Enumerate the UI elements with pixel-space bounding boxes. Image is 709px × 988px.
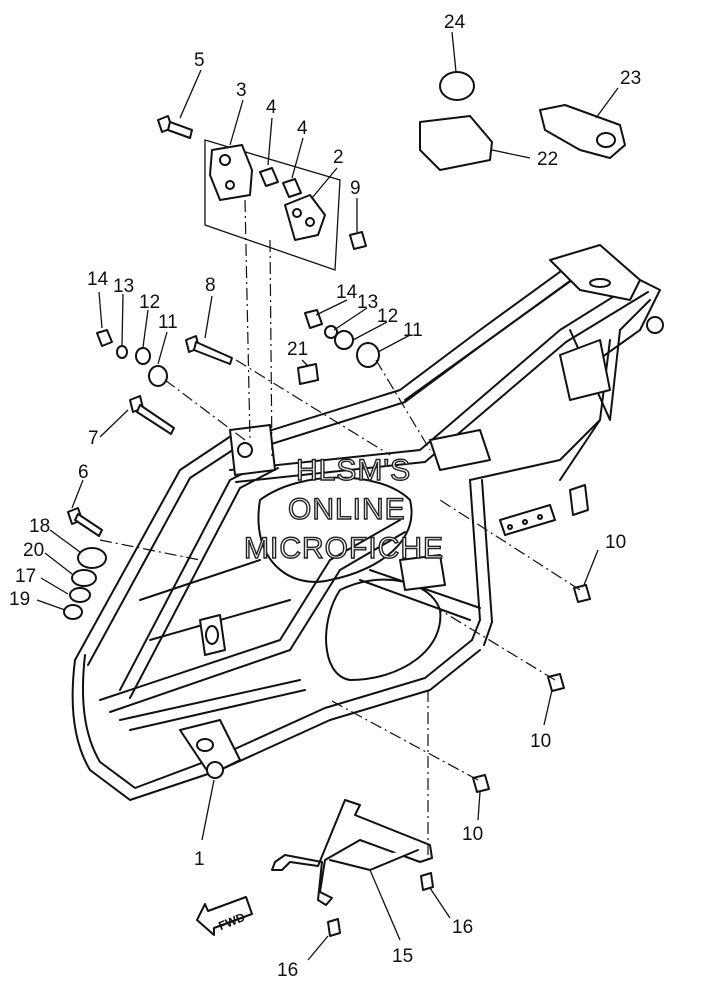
callout-12b: 12 xyxy=(377,306,398,327)
callout-9: 9 xyxy=(350,178,361,199)
callout-4b: 4 xyxy=(297,118,308,139)
left-mount-hardware xyxy=(96,329,391,456)
callout-7: 7 xyxy=(88,428,99,449)
callout-13a: 13 xyxy=(113,276,134,297)
callout-17: 17 xyxy=(15,566,36,587)
engine-mount-bracket-assembly xyxy=(157,115,367,461)
callout-3: 3 xyxy=(236,80,247,101)
front-mount-hardware xyxy=(63,507,201,620)
loose-parts xyxy=(297,71,626,385)
callout-11b: 11 xyxy=(403,320,423,341)
callout-10c: 10 xyxy=(462,824,483,845)
callout-18: 18 xyxy=(29,516,50,537)
callout-21: 21 xyxy=(287,339,308,360)
callout-2: 2 xyxy=(333,147,344,168)
callout-4a: 4 xyxy=(266,97,277,118)
callout-5: 5 xyxy=(194,50,205,71)
callout-10a: 10 xyxy=(605,532,626,553)
callout-14b: 14 xyxy=(336,282,358,303)
callout-19: 19 xyxy=(9,589,30,610)
watermark: HLSM'S ONLINE MICROFICHE xyxy=(243,453,444,565)
callout-labels: 5 3 4 4 2 9 14 13 12 11 8 14 13 12 11 21… xyxy=(9,12,641,981)
callout-16b: 16 xyxy=(277,960,298,981)
callout-20: 20 xyxy=(23,540,44,561)
callout-13b: 13 xyxy=(357,292,378,313)
nuts-10 xyxy=(329,499,591,793)
frame-brackets xyxy=(179,244,664,779)
watermark-line1: HLSM'S xyxy=(296,454,411,487)
callout-22: 22 xyxy=(537,149,558,170)
leader-lines xyxy=(36,31,619,961)
callout-24: 24 xyxy=(444,12,466,33)
callout-23: 23 xyxy=(620,68,641,89)
watermark-line2: ONLINE xyxy=(288,493,406,526)
callout-15: 15 xyxy=(392,946,413,967)
skid-plate xyxy=(271,690,434,937)
fwd-arrow: FWD xyxy=(196,896,253,936)
callout-12a: 12 xyxy=(139,292,160,313)
frame-body xyxy=(71,249,661,801)
callout-11a: 11 xyxy=(158,312,178,333)
callout-14a: 14 xyxy=(87,269,109,290)
callout-6: 6 xyxy=(78,462,89,483)
callout-10b: 10 xyxy=(530,731,551,752)
watermark-line3: MICROFICHE xyxy=(244,532,444,565)
callout-1: 1 xyxy=(194,849,205,870)
callout-8: 8 xyxy=(205,275,216,296)
callout-16a: 16 xyxy=(452,917,473,938)
right-mount-hardware xyxy=(304,309,431,451)
